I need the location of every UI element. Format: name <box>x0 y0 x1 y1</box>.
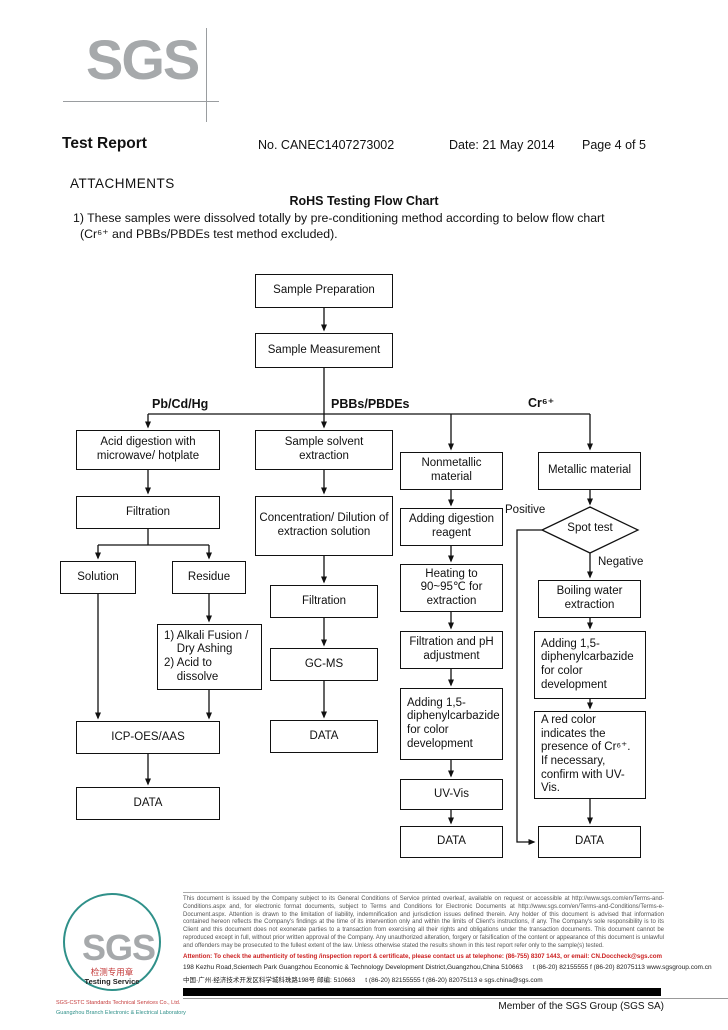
footer-legal-block: This document is issued by the Company s… <box>183 892 712 984</box>
legal-disclaimer-text: This document is issued by the Company s… <box>183 896 664 949</box>
flow-node-sample-preparation: Sample Preparation <box>255 274 393 308</box>
address-cn-contact: t (86-20) 82155555 f (86-20) 82075113 e … <box>365 976 543 984</box>
sgs-logo: SGS <box>86 28 200 91</box>
flow-node-filtration-1: Filtration <box>76 496 220 529</box>
flow-node-boiling-water: Boiling water extraction <box>538 580 641 618</box>
flow-node-red-color-result: A red color indicates the presence of Cr… <box>534 711 646 799</box>
flow-node-gc-ms: GC-MS <box>270 648 378 681</box>
member-text: Member of the SGS Group (SGS SA) <box>498 1001 664 1012</box>
flow-node-adding-dpc-2: Adding 1,5-diphenylcarbazide for color d… <box>534 631 646 699</box>
attachments-heading: ATTACHMENTS <box>70 176 175 191</box>
address-row-en: 198 Kezhu Road,Scientech Park Guangzhou … <box>183 963 712 971</box>
flowchart-title: RoHS Testing Flow Chart <box>289 194 439 208</box>
flow-node-acid-digestion: Acid digestion with microwave/ hotplate <box>76 430 220 470</box>
flow-node-concentration: Concentration/ Dilution of extraction so… <box>255 496 393 556</box>
footer-laboratory-name: Guangzhou Branch Electronic & Electrical… <box>56 1010 186 1016</box>
flow-node-filtration-2: Filtration <box>270 585 378 618</box>
logo-horizontal-line <box>63 101 219 102</box>
note-line-1: 1) These samples were dissolved totally … <box>73 211 605 225</box>
flow-node-data-3: DATA <box>400 826 503 858</box>
address-cn: 中国·广州·经济技术开发区科学城科珠路198号 邮编: 510663 <box>183 976 356 984</box>
flow-node-data-2: DATA <box>270 720 378 753</box>
flow-node-residue: Residue <box>172 561 246 594</box>
flow-node-nonmetallic-material: Nonmetallic material <box>400 452 503 490</box>
flow-node-solvent-extraction: Sample solvent extraction <box>255 430 393 470</box>
logo-vertical-line <box>206 28 207 122</box>
stamp-english-text: Testing Service <box>84 977 140 986</box>
address-en-contact: t (86-20) 82155555 f (86-20) 82075113 ww… <box>532 963 712 971</box>
page-indicator: Page 4 of 5 <box>582 138 646 152</box>
footer-company-name: SGS-CSTC Standards Technical Services Co… <box>56 1000 181 1006</box>
flow-node-alkali-fusion: 1) Alkali Fusion / Dry Ashing 2) Acid to… <box>157 624 262 690</box>
page-title: Test Report <box>62 135 147 152</box>
flow-node-data-4: DATA <box>538 826 641 858</box>
decision-label-positive: Positive <box>505 504 546 516</box>
footer-black-bar <box>183 988 661 996</box>
flow-node-heating: Heating to 90~95℃ for extraction <box>400 564 503 612</box>
stamp-chinese-text: 检测专用章 <box>90 967 134 977</box>
flow-node-sample-measurement: Sample Measurement <box>255 333 393 368</box>
attention-text: Attention: To check the authenticity of … <box>183 952 663 960</box>
flow-node-metallic-material: Metallic material <box>538 452 641 490</box>
flow-node-data-1: DATA <box>76 787 220 820</box>
report-date: Date: 21 May 2014 <box>449 138 555 152</box>
branch-label-cr6: Cr⁶⁺ <box>528 396 555 410</box>
branch-label-pb-cd-hg: Pb/Cd/Hg <box>152 397 209 411</box>
flow-node-spot-test-label: Spot test <box>567 522 613 534</box>
report-number: No. CANEC1407273002 <box>258 138 395 152</box>
flow-node-adding-digestion-reagent: Adding digestion reagent <box>400 508 503 546</box>
footer-divider-line <box>183 998 728 999</box>
decision-label-negative: Negative <box>598 556 644 568</box>
address-en: 198 Kezhu Road,Scientech Park Guangzhou … <box>183 963 523 971</box>
flow-node-adding-dpc-1: Adding 1,5-diphenylcarbazide for color d… <box>400 688 503 760</box>
flow-node-solution: Solution <box>60 561 136 594</box>
flow-node-uv-vis: UV-Vis <box>400 779 503 810</box>
testing-service-stamp <box>63 893 161 991</box>
note-line-2: (Cr⁶⁺ and PBBs/PBDEs test method exclude… <box>80 227 338 241</box>
flow-node-filtration-ph: Filtration and pH adjustment <box>400 631 503 669</box>
flow-node-icp-oes-aas: ICP-OES/AAS <box>76 721 220 754</box>
address-row-cn: 中国·广州·经济技术开发区科学城科珠路198号 邮编: 510663 t (86-… <box>183 974 664 984</box>
branch-label-pbbs-pbdes: PBBs/PBDEs <box>331 397 410 411</box>
